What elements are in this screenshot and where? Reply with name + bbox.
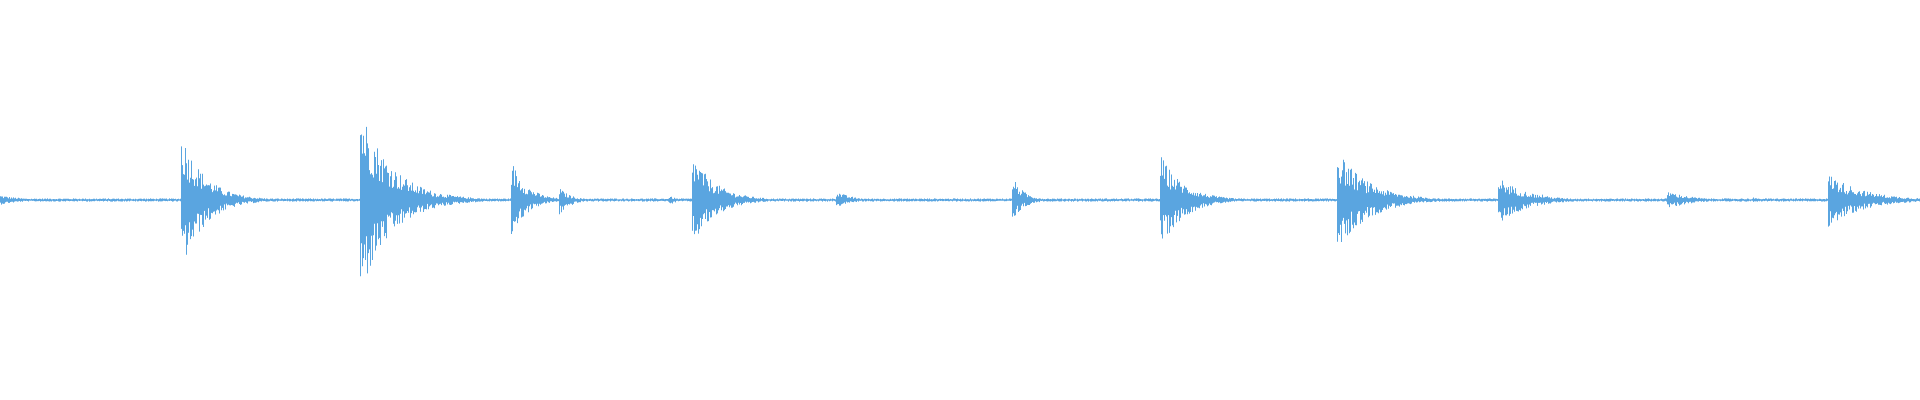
waveform-trace <box>0 126 1920 277</box>
